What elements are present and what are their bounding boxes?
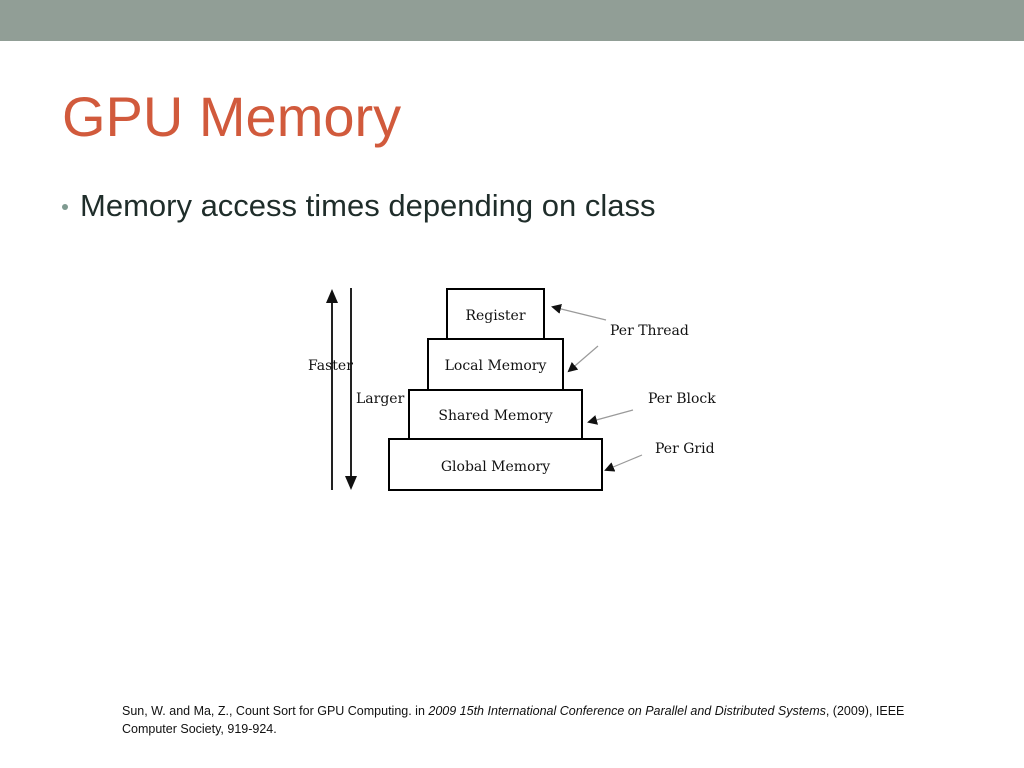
local-memory-label: Local Memory: [445, 358, 547, 374]
faster-axis: [326, 289, 338, 490]
slide-title: GPU Memory: [62, 85, 402, 148]
citation-details: , (2009), IEEE Computer Society, 919-924…: [122, 704, 905, 736]
register-box: [446, 288, 545, 340]
per-block-label: Per Block: [648, 391, 716, 407]
register-label: Register: [465, 308, 525, 324]
down-arrow-icon: [345, 476, 357, 490]
global-memory-label: Global Memory: [441, 459, 550, 475]
memory-level-global: Global Memory: [388, 438, 603, 491]
per-thread-label: Per Thread: [610, 323, 689, 339]
memory-level-local: Local Memory: [427, 338, 564, 391]
bullet-dot-icon: [62, 204, 68, 210]
bullet-text: Memory access times depending on class: [80, 188, 656, 223]
per-thread-to-local-arrow: [567, 345, 599, 373]
memory-level-register: Register: [446, 288, 545, 340]
shared-memory-label: Shared Memory: [438, 408, 552, 424]
citation-venue: 2009 15th International Conference on Pa…: [428, 704, 826, 718]
per-grid-to-global-arrow: [604, 454, 643, 472]
global-memory-box: [388, 438, 603, 491]
per-block-to-shared-arrow: [587, 409, 634, 425]
faster-label: Faster: [308, 358, 353, 374]
top-band: [0, 0, 1024, 41]
bullet-item: Memory access times depending on class: [62, 186, 655, 226]
per-grid-label: Per Grid: [655, 441, 715, 457]
citation-authors: Sun, W. and Ma, Z., Count Sort for GPU C…: [122, 704, 429, 718]
up-arrow-icon: [326, 289, 338, 303]
larger-label: Larger: [356, 391, 405, 407]
citation: Sun, W. and Ma, Z., Count Sort for GPU C…: [122, 702, 942, 738]
local-memory-box: [427, 338, 564, 391]
per-thread-to-register-arrow: [551, 304, 607, 321]
memory-level-shared: Shared Memory: [408, 389, 583, 440]
larger-axis: [345, 288, 357, 490]
